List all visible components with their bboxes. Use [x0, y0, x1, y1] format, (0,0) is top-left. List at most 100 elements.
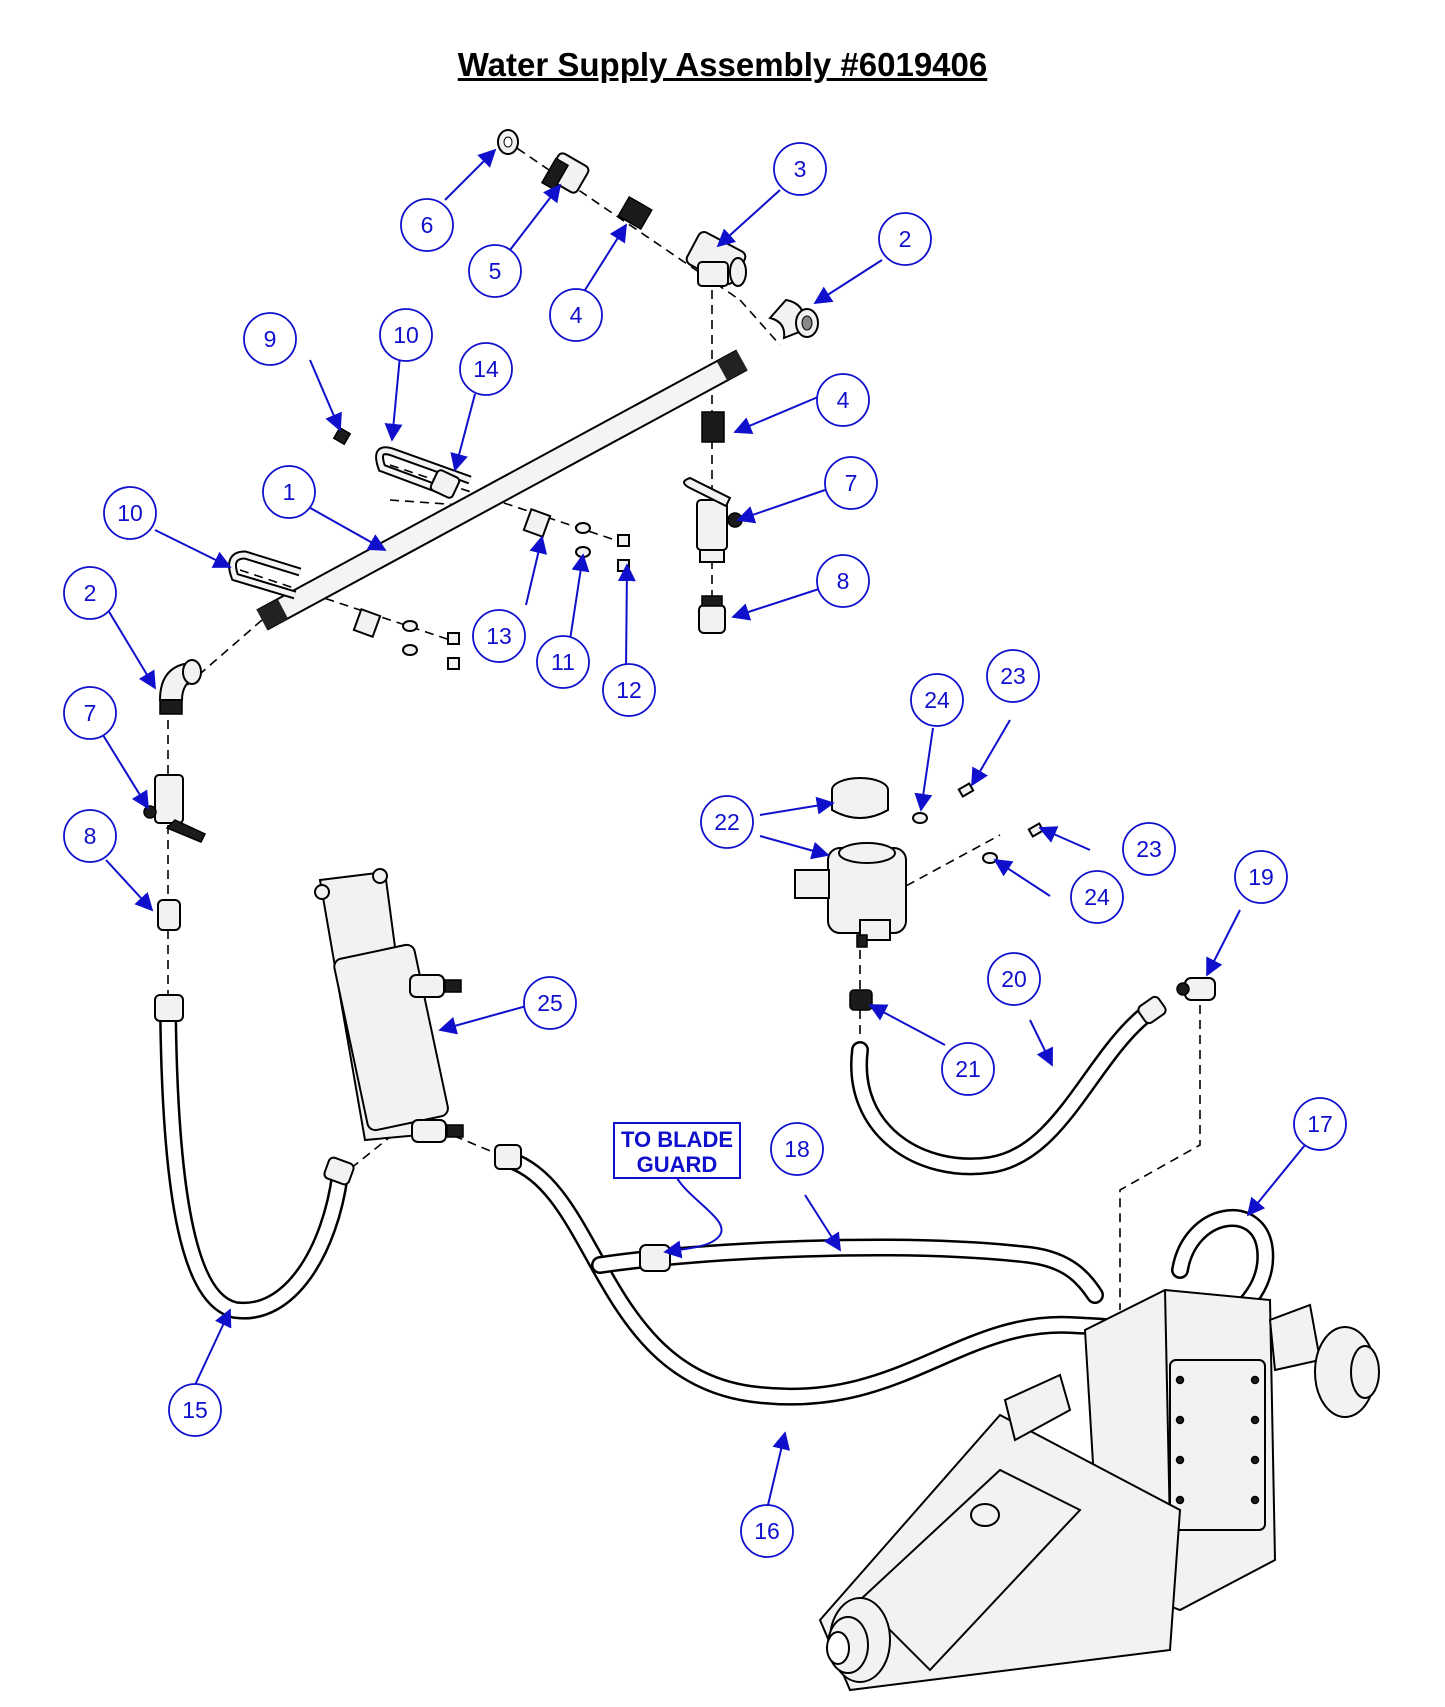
svg-text:25: 25: [537, 990, 563, 1016]
callout-16: 16: [740, 1504, 794, 1558]
nipple-part-4-lower: [701, 411, 725, 443]
callout-22: 22: [700, 795, 754, 849]
callout-12: 12: [602, 663, 656, 717]
svg-text:6: 6: [421, 212, 434, 238]
callout-4-upper: 4: [549, 288, 603, 342]
svg-text:15: 15: [182, 1397, 208, 1423]
hose-nut-part-5: [540, 152, 590, 194]
elbow-fitting-part-21: [849, 989, 873, 1011]
hose-part-15: [154, 994, 355, 1320]
callout-21: 21: [941, 1042, 995, 1096]
svg-text:10: 10: [393, 322, 419, 348]
reservoir-part-22: [794, 777, 907, 948]
ball-valve-part-7-right: [683, 476, 743, 563]
callout-13: 13: [472, 609, 526, 663]
callout-1: 1: [262, 465, 316, 519]
svg-text:23: 23: [1136, 836, 1162, 862]
elbow-part-2-right: [768, 298, 819, 340]
svg-text:7: 7: [84, 700, 97, 726]
adapter-part-8-left: [157, 899, 181, 931]
heat-exchanger-part-25: [314, 868, 464, 1143]
callout-23-lower: 23: [1122, 822, 1176, 876]
ball-valve-part-7-left: [143, 774, 207, 843]
nut-part-9: [332, 426, 352, 446]
svg-text:22: 22: [714, 809, 740, 835]
saw-motor-assembly: [818, 1288, 1380, 1692]
nipple-part-4-upper: [617, 195, 653, 231]
hose-part-18: [591, 1238, 1104, 1304]
svg-text:3: 3: [794, 156, 807, 182]
callout-4-lower: 4: [816, 373, 870, 427]
svg-text:9: 9: [264, 326, 277, 352]
pipe-block-part-14: [429, 469, 461, 499]
svg-text:20: 20: [1001, 966, 1027, 992]
svg-text:21: 21: [955, 1056, 981, 1082]
plate-part-13: [352, 507, 552, 639]
callout-23-upper: 23: [986, 649, 1040, 703]
callout-18: 18: [770, 1122, 824, 1176]
callout-10-lower: 10: [103, 486, 157, 540]
callout-3: 3: [773, 142, 827, 196]
callout-5: 5: [468, 244, 522, 298]
svg-text:2: 2: [899, 226, 912, 252]
pipe-assembly: [143, 129, 819, 931]
callout-8-left: 8: [63, 809, 117, 863]
to-blade-guard-note: TO BLADE GUARD: [613, 1122, 741, 1259]
elbow-part-2-left: [158, 659, 202, 715]
callout-10-upper: 10: [379, 308, 433, 362]
screws-part-23: [957, 782, 1045, 838]
callout-6: 6: [400, 198, 454, 252]
svg-text:2: 2: [84, 580, 97, 606]
callout-2-right: 2: [878, 212, 932, 266]
svg-text:4: 4: [570, 302, 583, 328]
hose-part-17: [1171, 1209, 1275, 1319]
callout-25: 25: [523, 976, 577, 1030]
svg-text:19: 19: [1248, 864, 1274, 890]
note-line-1: TO BLADE: [621, 1127, 733, 1152]
svg-text:11: 11: [551, 649, 575, 675]
svg-text:13: 13: [486, 623, 512, 649]
washer-part-6: [497, 129, 519, 155]
svg-text:18: 18: [784, 1136, 810, 1162]
svg-text:14: 14: [473, 356, 499, 382]
svg-text:12: 12: [616, 677, 642, 703]
svg-text:17: 17: [1307, 1111, 1333, 1137]
svg-text:10: 10: [117, 500, 143, 526]
hoses: [154, 994, 1275, 1406]
callout-2-left: 2: [63, 566, 117, 620]
callout-24-lower: 24: [1070, 870, 1124, 924]
callout-14: 14: [459, 342, 513, 396]
adapter-part-8-right: [698, 595, 726, 634]
elbow-fitting-part-19: [1176, 977, 1216, 1001]
callouts: 1 2 2 3 4 4 5 6 7 7 8 8 9 10 10 11 12 13…: [63, 142, 1347, 1558]
callout-leaders: [102, 148, 1306, 1506]
svg-text:1: 1: [283, 479, 296, 505]
tee-part-3: [685, 231, 747, 287]
callout-7-right: 7: [824, 456, 878, 510]
callout-15: 15: [168, 1383, 222, 1437]
callout-20: 20: [987, 952, 1041, 1006]
callout-8-right: 8: [816, 554, 870, 608]
washers-part-24: [912, 812, 998, 864]
svg-text:8: 8: [84, 823, 97, 849]
svg-text:24: 24: [924, 687, 950, 713]
u-bolt-part-10-lower: [228, 550, 302, 600]
u-bolt-part-10-upper: [375, 446, 472, 499]
svg-text:5: 5: [489, 258, 502, 284]
callout-19: 19: [1234, 850, 1288, 904]
hose-part-20: [850, 995, 1167, 1176]
svg-text:4: 4: [837, 387, 850, 413]
diagram-title: Water Supply Assembly #6019406: [457, 46, 988, 83]
pipe-part-1: [256, 349, 748, 631]
svg-text:24: 24: [1084, 884, 1110, 910]
note-line-2: GUARD: [637, 1152, 718, 1177]
callout-17: 17: [1293, 1097, 1347, 1151]
svg-text:23: 23: [1000, 663, 1026, 689]
callout-9: 9: [243, 312, 297, 366]
callout-7-left: 7: [63, 686, 117, 740]
svg-text:8: 8: [837, 568, 850, 594]
callout-11: 11: [536, 635, 590, 689]
svg-text:16: 16: [754, 1518, 780, 1544]
callout-24-upper: 24: [910, 673, 964, 727]
